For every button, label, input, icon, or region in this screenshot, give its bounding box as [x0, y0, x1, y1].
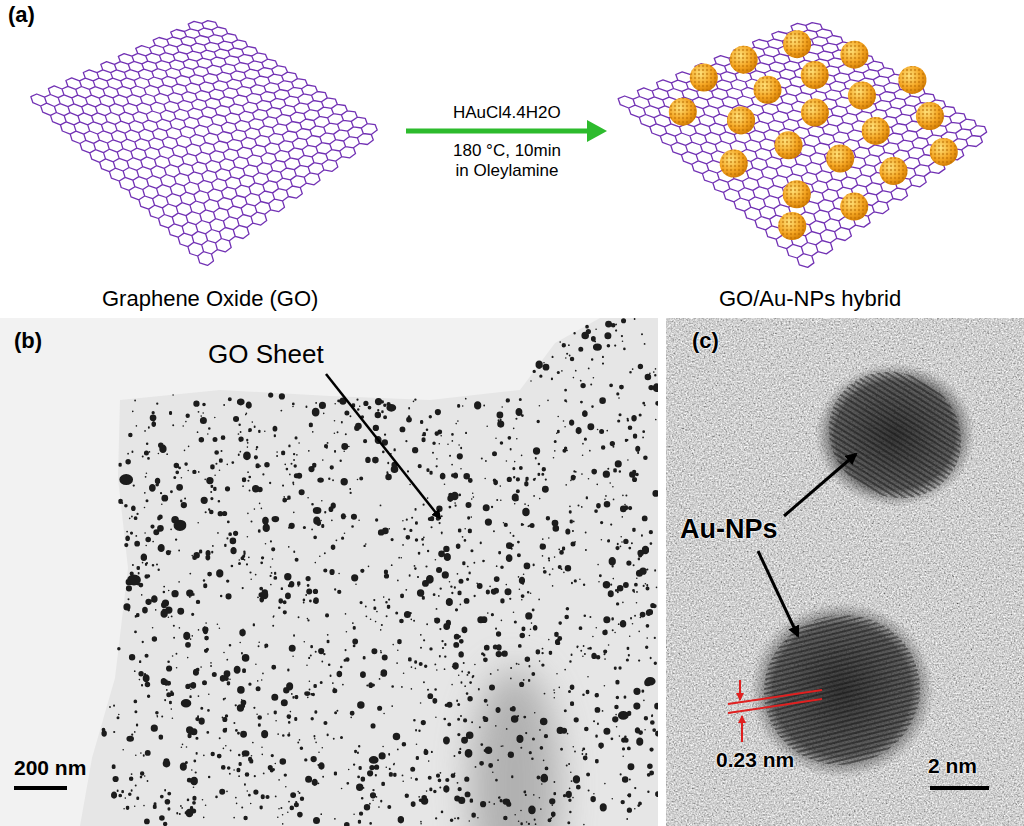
- hybrid-sheet: GO/Au-NPs hybrid: [605, 8, 1015, 313]
- reaction-condition: 180 °C, 10min in Oleylamine: [448, 141, 566, 180]
- gold-nanoparticle: [801, 99, 829, 127]
- gold-nanoparticle-texture: [775, 131, 803, 159]
- scale-bar: [930, 786, 989, 790]
- panel-letter: (b): [14, 328, 42, 353]
- gold-nanoparticle-texture: [930, 138, 958, 166]
- hexagon-lattice: [618, 23, 986, 268]
- gold-nanoparticle: [775, 131, 803, 159]
- gold-nanoparticle: [690, 64, 718, 92]
- gold-nanoparticle: [930, 138, 958, 166]
- gold-nanoparticle: [826, 145, 854, 173]
- gold-nanoparticle-texture: [862, 117, 890, 145]
- gold-nanoparticle: [862, 117, 890, 145]
- gold-nanoparticle: [840, 41, 868, 69]
- gold-nanoparticle-texture: [730, 46, 758, 74]
- hexagon-lattice: [31, 21, 377, 266]
- arrow-head: [587, 120, 607, 142]
- gold-nanoparticle-texture: [840, 41, 868, 69]
- sheet-caption: GO/Au-NPs hybrid: [719, 286, 901, 311]
- spacing-line: [728, 699, 822, 713]
- go-sheet-region: [80, 318, 658, 826]
- gold-nanoparticle-texture: [916, 102, 944, 130]
- hrtem-image-panel: (c) Au-NPs 0.23 nm 2 nm: [666, 318, 1024, 826]
- leader-arrow: [326, 374, 440, 518]
- spacing-label: 0.23 nm: [716, 748, 794, 772]
- panel-letter: (a): [8, 2, 35, 27]
- gold-nanoparticle: [783, 180, 811, 208]
- gold-nanoparticle: [754, 76, 782, 104]
- gold-nanoparticle-texture: [880, 157, 908, 185]
- sheet-illustration: [605, 8, 1015, 313]
- tem-image: [0, 318, 658, 826]
- gold-nanoparticle: [727, 106, 755, 134]
- gold-nanoparticle-texture: [783, 30, 811, 58]
- gold-nanoparticle: [730, 46, 758, 74]
- gold-nanoparticle-texture: [690, 64, 718, 92]
- sheet-illustration: [20, 8, 400, 313]
- leader-arrow: [784, 454, 856, 516]
- gold-nanoparticle-texture: [754, 76, 782, 104]
- gold-nanoparticle: [840, 193, 868, 221]
- gold-nanoparticle: [898, 66, 926, 94]
- scale-bar-label: 2 nm: [928, 754, 977, 778]
- gold-nanoparticle: [848, 82, 876, 110]
- gold-nanoparticle-texture: [783, 180, 811, 208]
- gold-nanoparticle-texture: [826, 145, 854, 173]
- tem-image-panel: (b) GO Sheet 200 nm: [0, 318, 658, 826]
- gold-nanoparticle-texture: [848, 82, 876, 110]
- gold-nanoparticle-texture: [801, 61, 829, 89]
- gold-nanoparticle-texture: [720, 150, 748, 178]
- gold-nanoparticle: [720, 150, 748, 178]
- arrow-shaft: [406, 129, 587, 134]
- scale-bar-label: 200 nm: [14, 756, 86, 780]
- gold-nanoparticle-texture: [898, 66, 926, 94]
- gold-nanoparticle: [916, 102, 944, 130]
- gold-nanoparticle-texture: [727, 106, 755, 134]
- callout-label: Au-NPs: [680, 514, 778, 545]
- nanoparticle-dots: [101, 318, 658, 826]
- spacing-arrow: [741, 716, 743, 742]
- gold-nanoparticle-texture: [669, 98, 697, 126]
- gold-nanoparticle-texture: [840, 193, 868, 221]
- gold-nanoparticle: [778, 212, 806, 240]
- leader-arrow: [758, 551, 798, 636]
- graphene-oxide-sheet: Graphene Oxide (GO): [20, 8, 400, 313]
- reagent-label: HAuCl4.4H2O: [453, 103, 561, 123]
- lattice-fringes: [716, 318, 1024, 613]
- sheet-caption: Graphene Oxide (GO): [102, 286, 318, 311]
- gold-nanoparticle: [801, 61, 829, 89]
- gold-nanoparticle-texture: [801, 99, 829, 127]
- callout-label: GO Sheet: [208, 340, 324, 370]
- panel-letter: (c): [692, 328, 719, 353]
- lattice-fringes: [684, 532, 999, 826]
- gold-nanoparticle: [880, 157, 908, 185]
- scale-bar: [14, 786, 67, 790]
- gold-nanoparticle: [669, 98, 697, 126]
- gold-nanoparticle-texture: [778, 212, 806, 240]
- reaction-arrow: [406, 120, 607, 142]
- spacing-arrow: [739, 680, 741, 700]
- gold-nanoparticle: [783, 30, 811, 58]
